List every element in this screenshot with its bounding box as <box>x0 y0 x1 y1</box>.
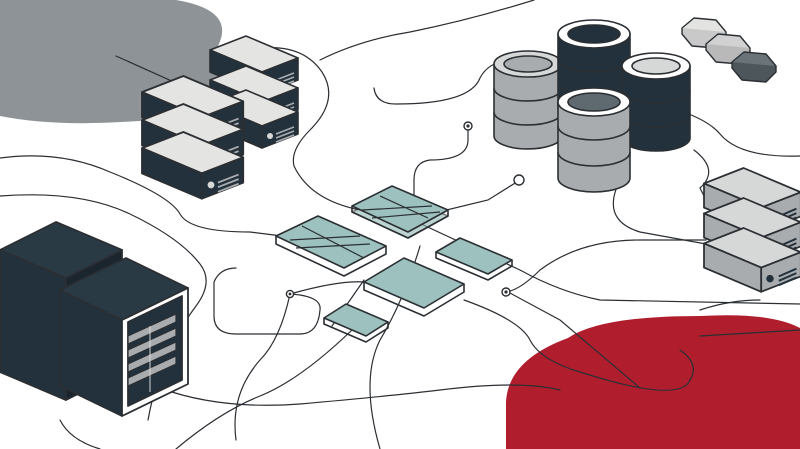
drive-bays <box>127 313 177 387</box>
junction-dot <box>513 174 525 186</box>
network-switches <box>275 185 513 343</box>
junction-dot <box>466 124 470 128</box>
network-tile-icon[interactable] <box>323 303 389 343</box>
junction-dot <box>288 292 292 296</box>
network-tile-icon[interactable] <box>435 237 513 281</box>
red-cloud-shape <box>506 315 800 449</box>
tower-servers[interactable] <box>0 221 189 417</box>
tower-server-icon[interactable] <box>59 257 189 417</box>
database-cluster[interactable] <box>493 19 691 193</box>
database-icon[interactable] <box>557 87 631 193</box>
rack-server-right[interactable] <box>703 167 800 293</box>
database-icon[interactable] <box>621 52 691 152</box>
network-tile-icon[interactable] <box>351 185 449 239</box>
junction-dot <box>504 290 508 294</box>
network-tile-icon[interactable] <box>275 215 387 277</box>
storage-tokens <box>681 17 777 83</box>
connection-points <box>285 121 525 299</box>
database-icon[interactable] <box>493 50 563 150</box>
hexagon-icon[interactable] <box>731 51 777 83</box>
network-tile-icon[interactable] <box>363 257 465 317</box>
